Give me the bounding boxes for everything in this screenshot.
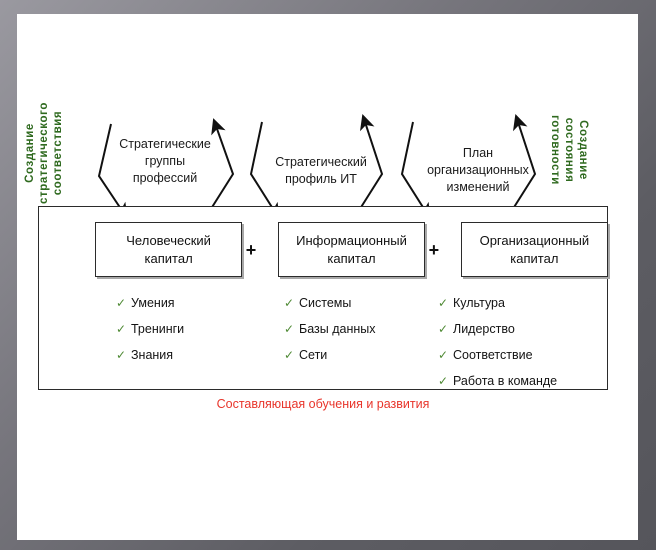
list-item-label: Работа в команде bbox=[453, 374, 558, 388]
list-item: ✓ Культура bbox=[438, 295, 608, 312]
list-item-label: Умения bbox=[131, 296, 175, 310]
check-icon: ✓ bbox=[438, 374, 449, 388]
list-item-label: Лидерство bbox=[453, 322, 515, 336]
check-icon: ✓ bbox=[438, 322, 449, 336]
capital-boxes-row: Человеческий капитал + Информационный ка… bbox=[38, 221, 608, 278]
list-item-label: Тренинги bbox=[131, 322, 185, 336]
capital-box-line: капитал bbox=[327, 250, 376, 266]
list-item: ✓ Тренинги bbox=[116, 321, 276, 338]
list-item-label: Сети bbox=[299, 348, 328, 362]
arrow-group-label-strategic-it-profile: Стратегический профиль ИТ bbox=[260, 154, 382, 188]
arrow-group-label-strategic-job-families: Стратегические группы профессий bbox=[105, 136, 225, 187]
check-icon: ✓ bbox=[284, 322, 295, 336]
check-icon: ✓ bbox=[438, 348, 449, 362]
list-item-label: Знания bbox=[131, 348, 174, 362]
label-line: Стратегический bbox=[275, 155, 367, 169]
capital-box-line: Информационный bbox=[296, 232, 407, 248]
diagram-caption: Составляющая обучения и развития bbox=[216, 397, 430, 411]
arrow-group-label-organizational-change-plan: План организационных изменений bbox=[414, 145, 542, 196]
checklist-information-capital: ✓ Системы ✓ Базы данных ✓ Сети bbox=[284, 295, 444, 373]
list-item-label: Системы bbox=[299, 296, 352, 310]
list-item: ✓ Сети bbox=[284, 347, 444, 364]
plus-operator-1: + bbox=[245, 239, 257, 260]
list-item: ✓ Работа в команде bbox=[438, 373, 608, 390]
list-item-label: Базы данных bbox=[299, 322, 376, 336]
check-icon: ✓ bbox=[284, 348, 295, 362]
check-icon: ✓ bbox=[438, 296, 449, 310]
capital-box-line: капитал bbox=[144, 250, 193, 266]
capital-box-line: Человеческий bbox=[126, 232, 211, 248]
check-icon: ✓ bbox=[116, 348, 127, 362]
list-item: ✓ Соответствие bbox=[438, 347, 608, 364]
list-item: ✓ Базы данных bbox=[284, 321, 444, 338]
side-caption-right-line-1: Создание bbox=[577, 120, 589, 180]
side-caption-right-line-3: готовности bbox=[549, 115, 561, 185]
capital-box-organization-capital[interactable]: Организационный капитал bbox=[460, 222, 608, 277]
capital-box-information-capital[interactable]: Информационный капитал bbox=[277, 222, 426, 277]
list-item: ✓ Лидерство bbox=[438, 321, 608, 338]
side-caption-right-line-2: состояния bbox=[563, 117, 575, 183]
label-line: организационных bbox=[427, 163, 529, 177]
list-item: ✓ Умения bbox=[116, 295, 276, 312]
plus-operator-2: + bbox=[428, 239, 440, 260]
capital-box-line: капитал bbox=[510, 250, 559, 266]
side-caption-right: Создание состояния готовности bbox=[548, 75, 590, 225]
label-line: План bbox=[462, 146, 494, 160]
label-line: профессий bbox=[132, 171, 198, 185]
list-item-label: Культура bbox=[453, 296, 505, 310]
check-icon: ✓ bbox=[116, 322, 127, 336]
check-icon: ✓ bbox=[284, 296, 295, 310]
side-caption-left-line-1: Создание bbox=[24, 123, 36, 183]
label-line: группы bbox=[144, 154, 186, 168]
label-line: изменений bbox=[446, 180, 510, 194]
list-item-label: Соответствие bbox=[453, 348, 533, 362]
checklist-human-capital: ✓ Умения ✓ Тренинги ✓ Знания bbox=[116, 295, 276, 373]
diagram-page: Создание стратегического соответствия Со… bbox=[17, 14, 638, 540]
check-icon: ✓ bbox=[116, 296, 127, 310]
capital-box-human-capital[interactable]: Человеческий капитал bbox=[95, 222, 243, 277]
list-item: ✓ Знания bbox=[116, 347, 276, 364]
capital-box-line: Организационный bbox=[479, 232, 590, 248]
label-line: Стратегические bbox=[119, 137, 211, 151]
checklist-organization-capital: ✓ Культура ✓ Лидерство ✓ Соответствие ✓ … bbox=[438, 295, 608, 399]
list-item: ✓ Системы bbox=[284, 295, 444, 312]
label-line: профиль ИТ bbox=[285, 172, 357, 186]
